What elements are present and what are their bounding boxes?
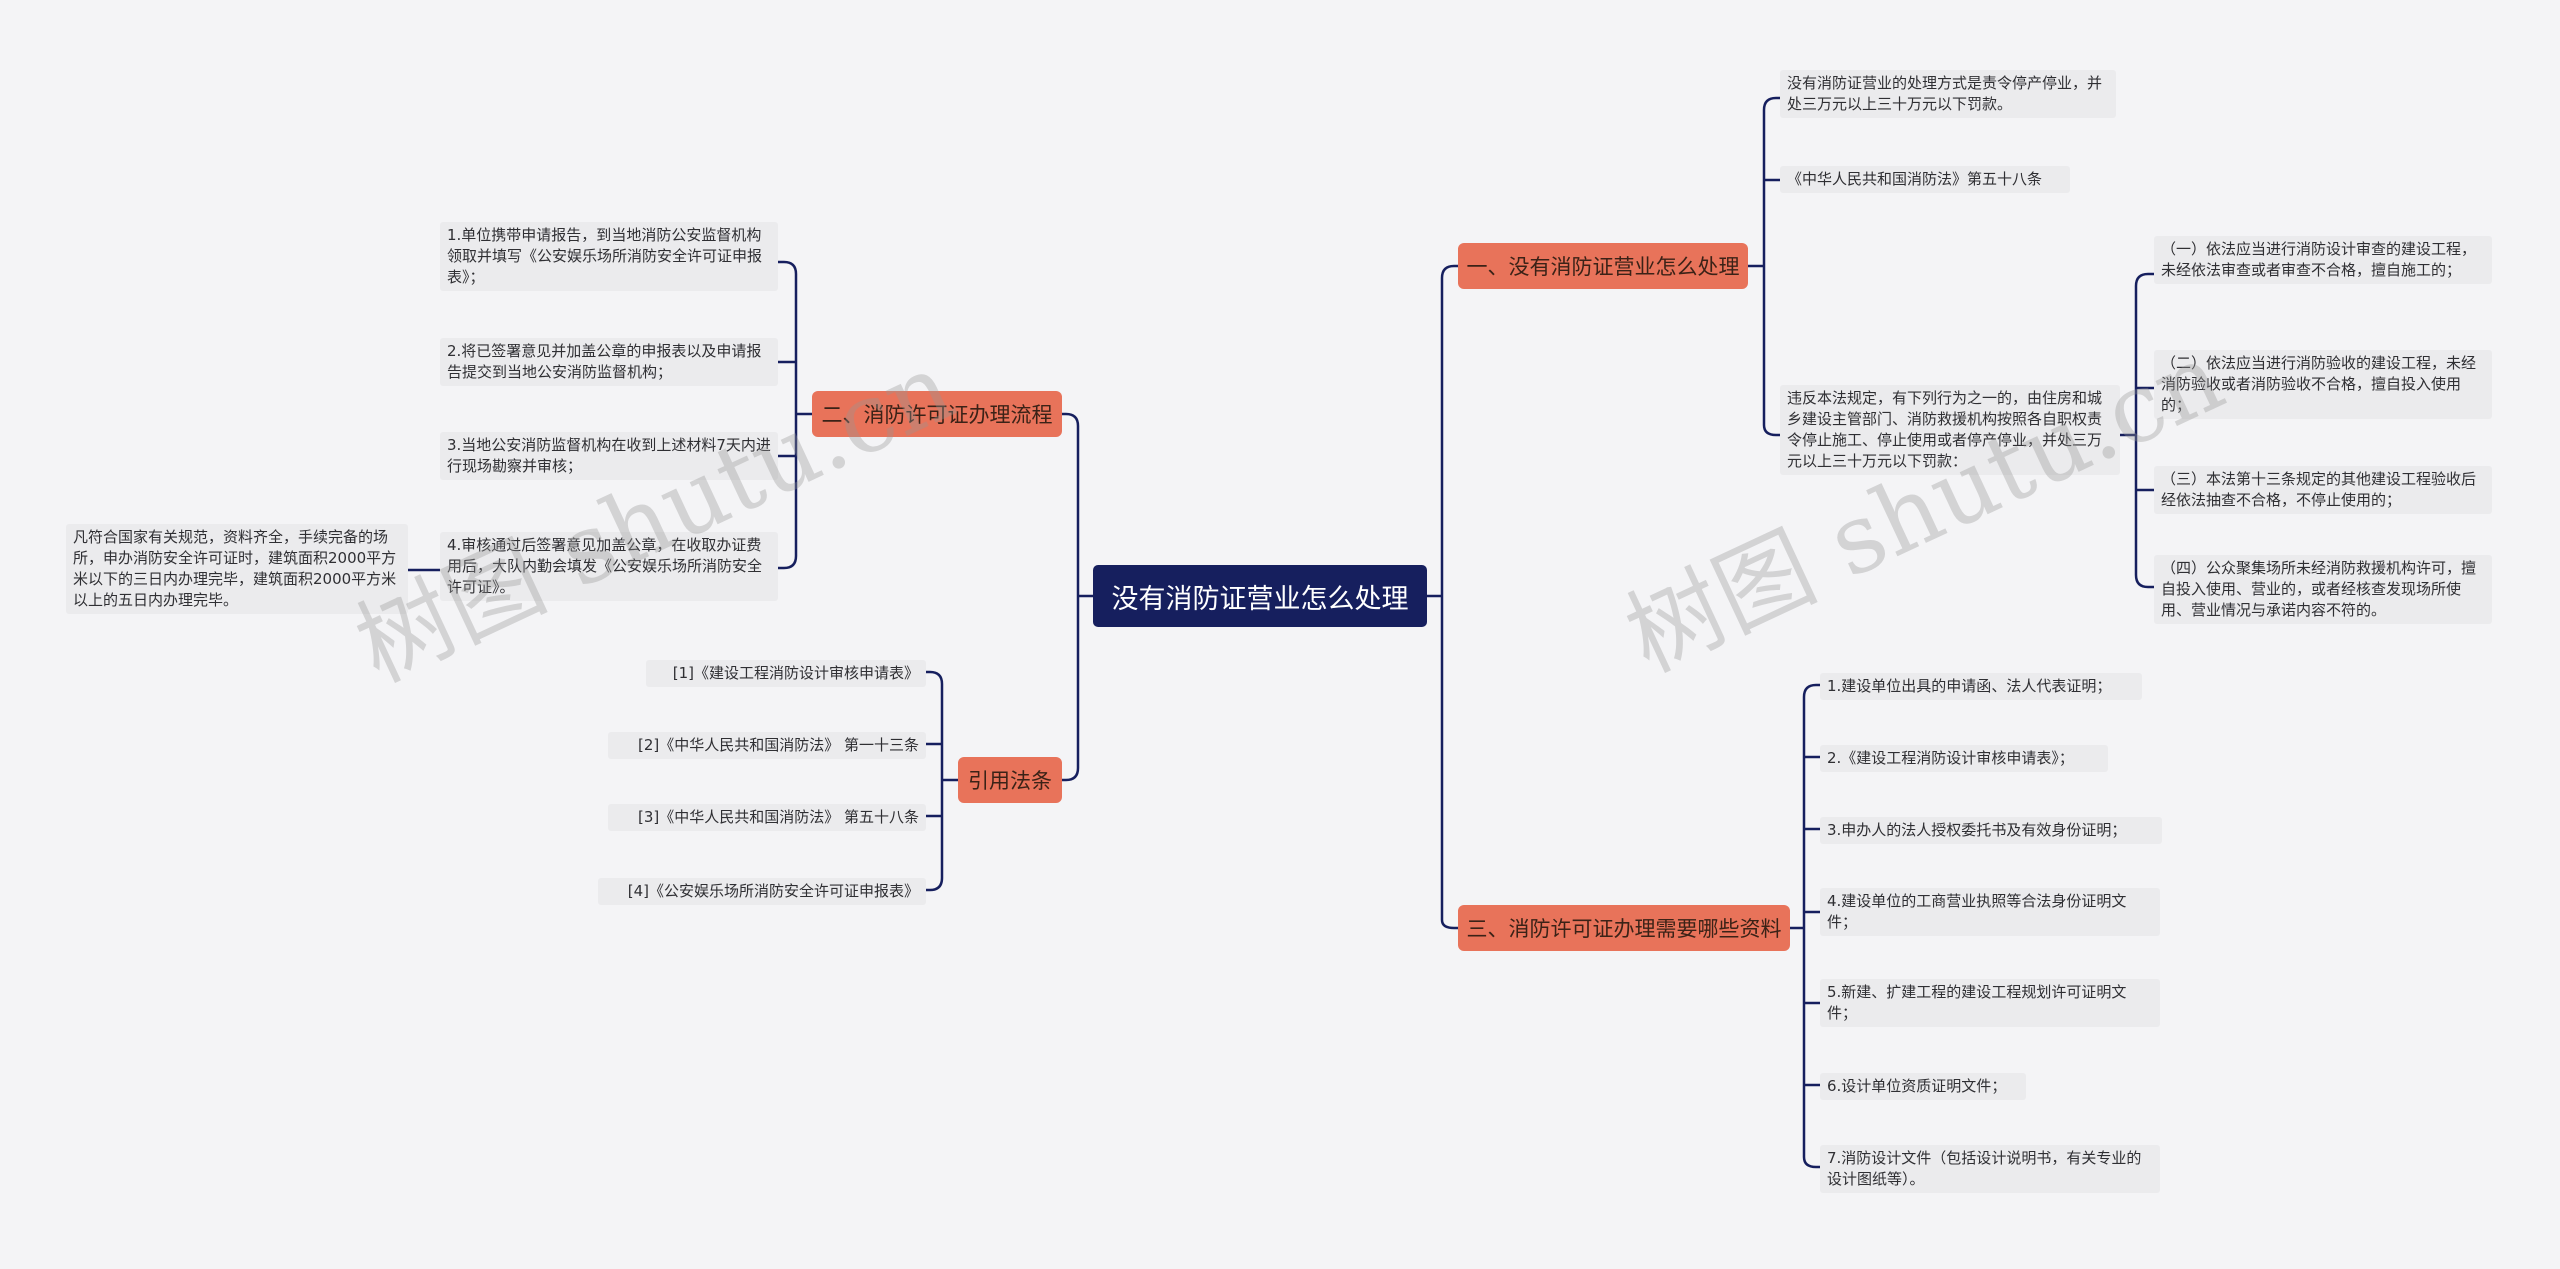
leaf-material-3[interactable]: 3.申办人的法人授权委托书及有效身份证明； (1820, 817, 2162, 844)
leaf-ref-1[interactable]: [1]《建设工程消防设计审核申请表》 (646, 660, 926, 687)
leaf-ref-2[interactable]: [2]《中华人民共和国消防法》 第一十三条 (608, 732, 926, 759)
leaf-violation-item-3[interactable]: （三）本法第十三条规定的其他建设工程验收后经依法抽查不合格，不停止使用的； (2154, 466, 2492, 514)
branch-no-license-handling[interactable]: 一、没有消防证营业怎么处理 (1458, 243, 1748, 289)
branch-required-materials[interactable]: 三、消防许可证办理需要哪些资料 (1458, 905, 1790, 951)
leaf-material-7[interactable]: 7.消防设计文件（包括设计说明书，有关专业的设计图纸等）。 (1820, 1145, 2160, 1193)
leaf-material-6[interactable]: 6.设计单位资质证明文件； (1820, 1073, 2026, 1100)
leaf-fire-law-article-58[interactable]: 《中华人民共和国消防法》第五十八条 (1780, 166, 2070, 193)
leaf-violation-item-1[interactable]: （一）依法应当进行消防设计审查的建设工程，未经依法审查或者审查不合格，擅自施工的… (2154, 236, 2492, 284)
leaf-penalty-summary[interactable]: 没有消防证营业的处理方式是责令停产停业，并处三万元以上三十万元以下罚款。 (1780, 70, 2116, 118)
leaf-material-2[interactable]: 2.《建设工程消防设计审核申请表》； (1820, 745, 2108, 772)
leaf-processing-time-note[interactable]: 凡符合国家有关规范，资料齐全，手续完备的场所，申办消防安全许可证时，建筑面积20… (66, 524, 408, 614)
leaf-material-4[interactable]: 4.建设单位的工商营业执照等合法身份证明文件； (1820, 888, 2160, 936)
leaf-process-step-2[interactable]: 2.将已签署意见并加盖公章的申报表以及申请报告提交到当地公安消防监督机构； (440, 338, 778, 386)
leaf-process-step-4[interactable]: 4.审核通过后签署意见加盖公章，在收取办证费用后，大队内勤会填发《公安娱乐场所消… (440, 532, 778, 601)
leaf-violation-item-4[interactable]: （四）公众聚集场所未经消防救援机构许可，擅自投入使用、营业的，或者经核查发现场所… (2154, 555, 2492, 624)
leaf-process-step-3[interactable]: 3.当地公安消防监督机构在收到上述材料7天内进行现场勘察并审核； (440, 432, 778, 480)
branch-license-process[interactable]: 二、消防许可证办理流程 (812, 391, 1062, 437)
leaf-material-1[interactable]: 1.建设单位出具的申请函、法人代表证明； (1820, 673, 2142, 700)
root-topic[interactable]: 没有消防证营业怎么处理 (1093, 565, 1427, 627)
branch-cited-laws[interactable]: 引用法条 (958, 757, 1062, 803)
leaf-material-5[interactable]: 5.新建、扩建工程的建设工程规划许可证明文件； (1820, 979, 2160, 1027)
leaf-process-step-1[interactable]: 1.单位携带申请报告，到当地消防公安监督机构领取并填写《公安娱乐场所消防安全许可… (440, 222, 778, 291)
leaf-ref-3[interactable]: [3]《中华人民共和国消防法》 第五十八条 (608, 804, 926, 831)
leaf-violation-item-2[interactable]: （二）依法应当进行消防验收的建设工程，未经消防验收或者消防验收不合格，擅自投入使… (2154, 350, 2492, 419)
leaf-ref-4[interactable]: [4]《公安娱乐场所消防安全许可证申报表》 (598, 878, 926, 905)
leaf-violation-rule[interactable]: 违反本法规定，有下列行为之一的，由住房和城乡建设主管部门、消防救援机构按照各自职… (1780, 385, 2120, 475)
